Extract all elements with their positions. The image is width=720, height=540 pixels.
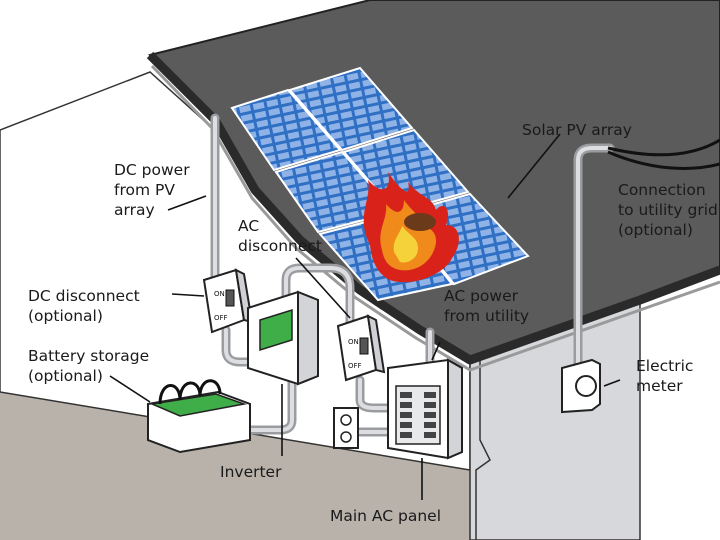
- label-electric-meter-line2: meter: [636, 377, 683, 395]
- roof-fascia: [146, 51, 720, 365]
- label-dc-disconnect-line1: DC disconnect: [28, 287, 140, 305]
- label-battery-storage: Battery storage (optional): [28, 346, 149, 386]
- label-dc-disconnect: DC disconnect (optional): [28, 286, 140, 326]
- dc-switch-on-text: ON: [214, 290, 225, 298]
- electric-meter-box: [561, 358, 601, 414]
- ac-switch-off-text: OFF: [348, 362, 362, 370]
- label-solar-pv-array: Solar PV array: [522, 121, 632, 139]
- fire: [363, 172, 459, 283]
- fire-debris: [404, 213, 436, 231]
- solar-panel: [288, 66, 414, 152]
- label-ac-disconnect: AC disconnect: [238, 216, 322, 256]
- inverter-box: [247, 290, 319, 386]
- label-connection: Connection to utility grid (optional): [618, 180, 718, 240]
- conduits-highlight: [213, 116, 612, 434]
- solar-panel: [230, 88, 342, 172]
- label-battery-storage-line1: Battery storage: [28, 347, 150, 365]
- label-connection-line2: to utility grid: [618, 201, 718, 219]
- label-battery-storage-line2: (optional): [28, 367, 103, 385]
- fire-core: [393, 226, 418, 263]
- label-dc-power-line3: array: [114, 201, 155, 219]
- label-ac-power: AC power from utility: [444, 286, 529, 326]
- label-electric-meter: Electric meter: [636, 356, 693, 396]
- main-ac-panel-box: [387, 358, 463, 460]
- ac-switch-on-text: ON: [348, 338, 359, 346]
- ground: [0, 392, 470, 540]
- leader-lines: [109, 133, 621, 500]
- outlet: [333, 407, 359, 449]
- label-connection-line3: (optional): [618, 221, 693, 239]
- label-ac-power-line2: from utility: [444, 307, 530, 325]
- label-electric-meter-line1: Electric: [636, 357, 694, 375]
- label-inverter: Inverter: [220, 463, 282, 481]
- label-ac-power-line1: AC power: [444, 287, 518, 305]
- label-main-ac-panel: Main AC panel: [330, 507, 442, 525]
- battery-storage-box: [147, 379, 251, 454]
- label-dc-power: DC power from PV array: [114, 160, 190, 220]
- ac-disconnect-box: ON OFF: [336, 314, 386, 382]
- label-dc-disconnect-line2: (optional): [28, 307, 103, 325]
- dc-switch-off-text: OFF: [214, 314, 228, 322]
- label-ac-disconnect-line2: disconnect: [238, 237, 323, 255]
- label-dc-power-line2: from PV: [114, 181, 175, 199]
- wall-corner: [475, 360, 491, 540]
- utility-wires: [607, 138, 720, 170]
- roof-fascia-highlight: [150, 64, 720, 372]
- label-dc-power-line1: DC power: [114, 161, 190, 179]
- label-connection-line1: Connection: [618, 181, 706, 199]
- label-ac-disconnect-line1: AC: [238, 217, 260, 235]
